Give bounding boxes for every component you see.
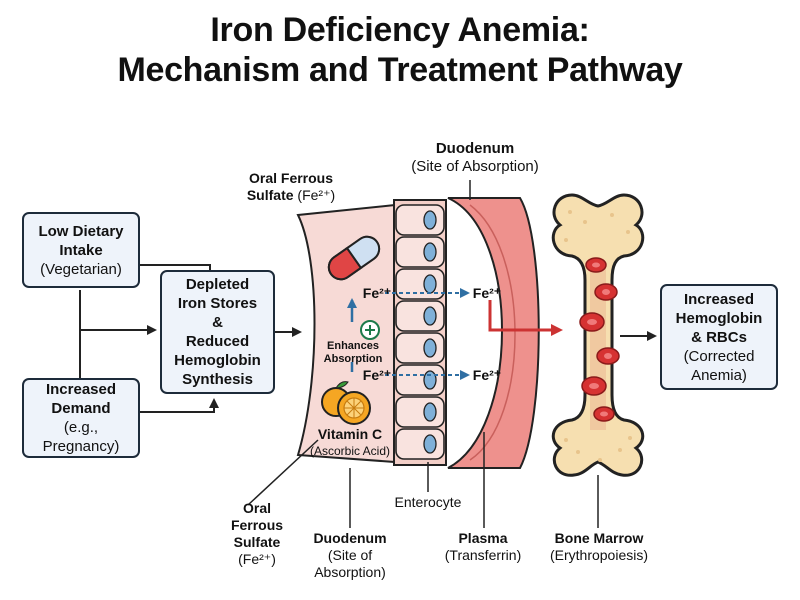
bottom-oral-line-2: Ferrous <box>230 517 284 533</box>
low-dietary-intake-box: Low Dietary Intake (Vegetarian) <box>22 212 140 288</box>
oral-top-line-1: Oral Ferrous <box>248 170 334 186</box>
result-box: Increased Hemoglobin & RBCs (Corrected A… <box>660 284 778 390</box>
bottom-marrow-bold: Bone Marrow <box>554 530 644 546</box>
pill-icon <box>327 235 381 281</box>
bottom-oral-line-1: Oral <box>242 500 271 516</box>
plasma-vessel <box>447 197 540 469</box>
bottom-plasma-sub: (Transferrin) <box>444 547 522 563</box>
enhances-line-1: Enhances <box>327 340 379 352</box>
fe-label-plasma-upper: Fe²⁺ <box>472 285 502 301</box>
bottom-oral-ferrous-label: Oral Ferrous Sulfate (Fe²⁺) <box>222 500 292 568</box>
fe-label-lumen-upper: Fe²⁺ <box>362 285 392 301</box>
orange-icon <box>321 381 371 425</box>
bottom-oral-formula: (Fe²⁺) <box>238 551 276 567</box>
bottom-duodenum-label: Duodenum (Site of Absorption) <box>302 530 398 581</box>
oral-ferrous-top-label: Oral Ferrous Sulfate (Fe²⁺) <box>216 170 366 204</box>
bottom-duodenum-sub-1: (Site of <box>327 547 373 563</box>
fe-label-lumen-lower: Fe²⁺ <box>362 367 392 383</box>
vitamin-c-label: Vitamin C (Ascorbic Acid) <box>302 426 398 459</box>
result-line-3: & RBCs <box>691 328 747 346</box>
result-line-2: Hemoglobin <box>675 309 763 327</box>
bottom-bone-marrow-label: Bone Marrow (Erythropoiesis) <box>534 530 664 564</box>
oral-top-formula: (Fe²⁺) <box>297 187 336 203</box>
enhances-absorption-label: Enhances Absorption <box>318 340 388 366</box>
title-line-1: Iron Deficiency Anemia: <box>210 11 590 49</box>
bottom-plasma-label: Plasma (Transferrin) <box>428 530 538 564</box>
low-dietary-intake-sub: (Vegetarian) <box>40 260 122 278</box>
duodenum-top-label: Duodenum (Site of Absorption) <box>390 140 560 176</box>
depleted-line-3: & <box>212 314 223 331</box>
intestinal-lumen <box>296 203 396 464</box>
increased-demand-sub: (e.g., Pregnancy) <box>42 419 120 455</box>
bottom-duodenum-sub-2: Absorption) <box>314 564 386 580</box>
low-dietary-intake-label: Low Dietary Intake <box>38 222 124 259</box>
result-sub-2: Anemia) <box>691 366 747 384</box>
duodenum-top-sub: (Site of Absorption) <box>411 158 539 175</box>
depleted-line-4: Reduced <box>185 333 250 350</box>
page-title: Iron Deficiency Anemia: Mechanism and Tr… <box>0 10 800 90</box>
title-line-2: Mechanism and Treatment Pathway <box>117 51 683 89</box>
fe-label-plasma-lower: Fe²⁺ <box>472 367 502 383</box>
bottom-enterocyte-label: Enterocyte <box>394 494 462 510</box>
depleted-line-6: Synthesis <box>182 371 253 388</box>
bottom-oral-line-3: Sulfate <box>233 534 281 550</box>
increased-demand-label: Increased Demand <box>45 381 117 417</box>
result-line-1: Increased <box>683 290 755 308</box>
bottom-marrow-sub: (Erythropoiesis) <box>549 547 649 563</box>
bottom-duodenum-bold: Duodenum <box>313 530 387 546</box>
depleted-line-1: Depleted <box>185 276 250 293</box>
enhances-line-2: Absorption <box>323 353 383 365</box>
bottom-plasma-bold: Plasma <box>458 530 508 546</box>
depleted-iron-box: Depleted Iron Stores & Reduced Hemoglobi… <box>160 270 275 394</box>
vitamin-c-bold: Vitamin C <box>317 426 383 442</box>
duodenum-top-bold: Duodenum <box>435 140 515 157</box>
result-sub-1: (Corrected <box>683 347 755 365</box>
oral-top-line-2: Sulfate <box>246 187 294 203</box>
depleted-line-2: Iron Stores <box>177 295 258 312</box>
enterocyte-cells <box>393 199 447 466</box>
depleted-line-5: Hemoglobin <box>174 352 261 369</box>
vitamin-c-sub: (Ascorbic Acid) <box>309 444 391 458</box>
increased-demand-box: Increased Demand (e.g., Pregnancy) <box>22 378 140 458</box>
